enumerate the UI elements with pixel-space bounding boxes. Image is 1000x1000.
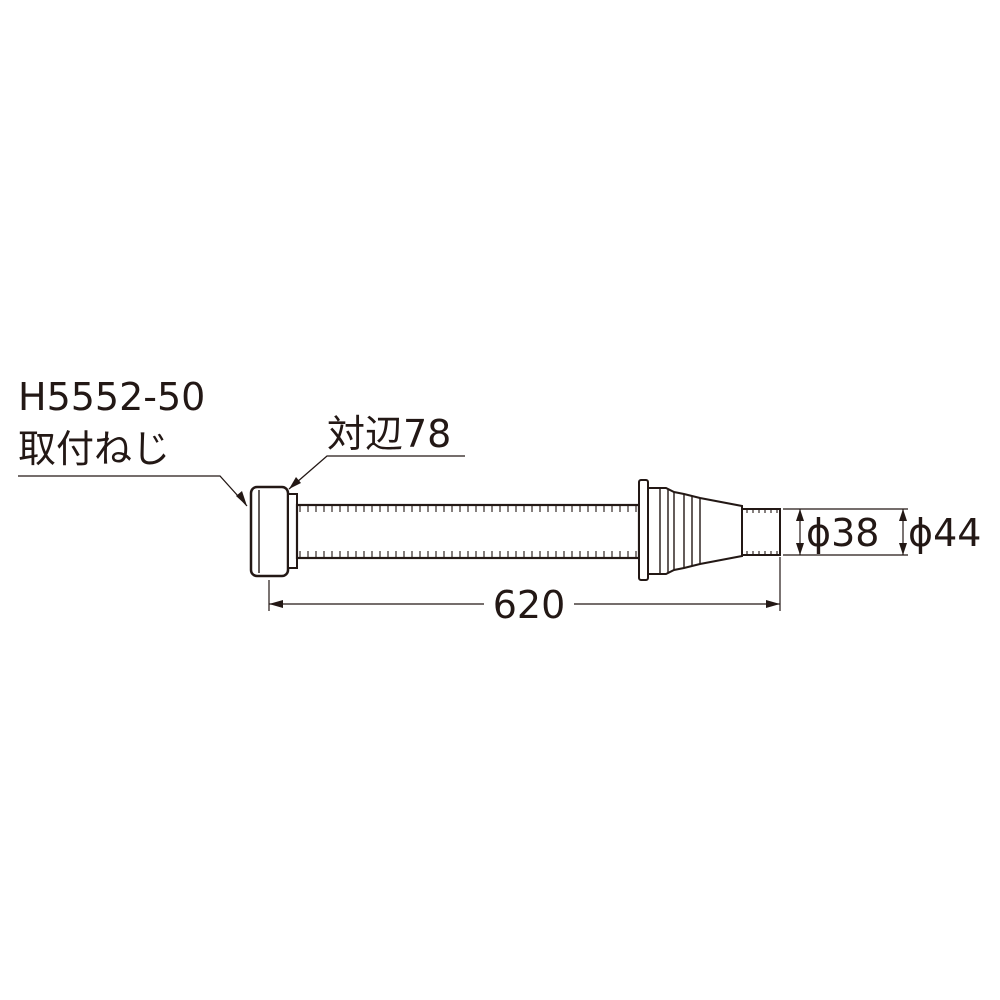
- adapter-tip: [741, 508, 781, 556]
- adapter-tip-ribs: [746, 509, 778, 555]
- adapter-cone: [647, 487, 743, 575]
- length-label: 620: [493, 583, 566, 627]
- corrugated-hose: [295, 503, 641, 560]
- diameter-38-arrow-top: [796, 509, 804, 521]
- length-dimension: 620: [268, 557, 781, 627]
- diameter-outer-label: ϕ44: [908, 511, 981, 555]
- across-flats-leader-line: [288, 455, 465, 490]
- part-number-label: H5552-50: [18, 375, 205, 419]
- mounting-thread-label: 取付ねじ: [18, 427, 170, 471]
- across-flats-label: 対辺78: [327, 412, 451, 456]
- part-number-callout: H5552-50 取付ねじ: [18, 375, 248, 507]
- diameter-38-arrow-bottom: [796, 543, 804, 555]
- part-number-leader-line: [18, 475, 248, 507]
- hex-nut: [249, 485, 298, 578]
- nut-collar: [287, 493, 298, 569]
- part-number-leader-arrow: [236, 491, 247, 506]
- diameter-44-arrow-top: [899, 509, 907, 521]
- stepped-adapter: [638, 479, 781, 581]
- across-flats-callout: 対辺78: [288, 412, 465, 490]
- across-flats-leader-arrow: [289, 477, 301, 489]
- diameter-44-arrow-bottom: [899, 543, 907, 555]
- length-arrow-left: [269, 600, 283, 608]
- adapter-flange: [638, 479, 649, 581]
- diameter-inner-label: ϕ38: [806, 511, 879, 555]
- diameter-dimensions: ϕ38 ϕ44: [783, 508, 981, 556]
- hex-nut-body: [249, 485, 290, 578]
- hose-ribs-top: [299, 505, 637, 512]
- hose-ribs-bottom: [299, 551, 637, 558]
- adapter-steps: [659, 488, 701, 574]
- hose-body: [295, 503, 641, 560]
- length-arrow-right: [766, 600, 780, 608]
